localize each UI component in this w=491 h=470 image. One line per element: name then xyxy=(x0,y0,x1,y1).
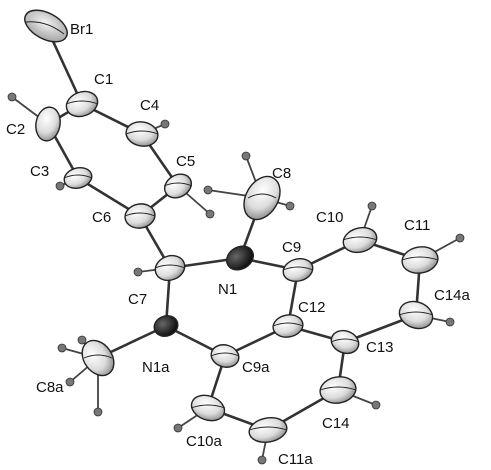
atom-c11 xyxy=(401,246,439,274)
atom-c10a xyxy=(190,394,226,422)
hydrogen-atom xyxy=(445,317,455,327)
label-c6: C6 xyxy=(92,209,111,226)
label-c9: C9 xyxy=(282,239,301,256)
label-n1: N1 xyxy=(218,281,237,298)
hydrogen-atom xyxy=(133,267,143,277)
label-c10a: C10a xyxy=(186,433,223,450)
hydrogen-atom xyxy=(367,201,377,211)
hydrogen-atom xyxy=(57,343,67,353)
heavy-atoms xyxy=(24,9,439,443)
hydrogen-bonds xyxy=(11,96,461,461)
label-c7: C7 xyxy=(128,291,147,308)
hydrogen-atom xyxy=(285,201,295,211)
hydrogen-atom xyxy=(77,335,87,345)
label-n1a: N1a xyxy=(142,359,170,376)
label-c14: C14 xyxy=(322,415,350,432)
label-c14a: C14a xyxy=(434,287,471,304)
atom-c14 xyxy=(319,376,357,404)
atom-n1 xyxy=(225,245,255,271)
atom-c4 xyxy=(125,121,159,147)
hydrogen-atom xyxy=(55,181,65,191)
atom-labels: Br1 C1 C2 C3 C4 C5 C6 C7 C8 N1 C9 C10 C1… xyxy=(6,21,471,468)
hydrogen-atom xyxy=(241,151,251,161)
label-c8: C8 xyxy=(272,165,291,182)
atom-c11a xyxy=(248,417,288,443)
atom-c1 xyxy=(65,90,99,118)
atom-c7 xyxy=(154,254,186,282)
atom-c9 xyxy=(282,257,314,283)
atom-c5 xyxy=(163,173,193,199)
hydrogen-atom xyxy=(160,119,170,129)
label-br1: Br1 xyxy=(70,21,93,38)
atom-c3 xyxy=(63,166,93,190)
hydrogen-atoms xyxy=(7,92,465,465)
atom-c14a xyxy=(398,300,434,330)
atom-c9a xyxy=(210,344,240,368)
label-c5: C5 xyxy=(176,153,195,170)
atom-br1 xyxy=(24,9,68,43)
atom-c8 xyxy=(243,175,281,221)
atom-c8a xyxy=(81,339,115,377)
label-c3: C3 xyxy=(30,163,49,180)
label-c9a: C9a xyxy=(242,359,270,376)
hydrogen-atom xyxy=(257,455,267,465)
hydrogen-atom xyxy=(7,92,17,102)
atom-c13 xyxy=(330,329,360,355)
hydrogen-atom xyxy=(173,423,183,433)
atom-n1a xyxy=(153,315,179,337)
hydrogen-atom xyxy=(455,233,465,243)
atom-c2 xyxy=(35,106,61,142)
hydrogen-atom xyxy=(65,377,75,387)
ellipsoid-arcs xyxy=(63,100,439,431)
label-c1: C1 xyxy=(94,71,113,88)
hydrogen-atom xyxy=(203,185,213,195)
hydrogen-atom xyxy=(371,400,381,410)
atom-c12 xyxy=(272,314,304,338)
label-c12: C12 xyxy=(298,299,326,316)
hydrogen-atom xyxy=(93,407,103,417)
label-c10: C10 xyxy=(316,209,344,226)
label-c11a: C11a xyxy=(278,451,313,468)
hydrogen-atom xyxy=(205,209,215,219)
atom-c6 xyxy=(124,203,156,229)
label-c11: C11 xyxy=(404,217,430,234)
label-c13: C13 xyxy=(366,339,394,356)
atom-c10 xyxy=(342,226,378,254)
label-c8a: C8a xyxy=(36,379,64,396)
label-c4: C4 xyxy=(140,97,159,114)
label-c2: C2 xyxy=(6,121,25,138)
